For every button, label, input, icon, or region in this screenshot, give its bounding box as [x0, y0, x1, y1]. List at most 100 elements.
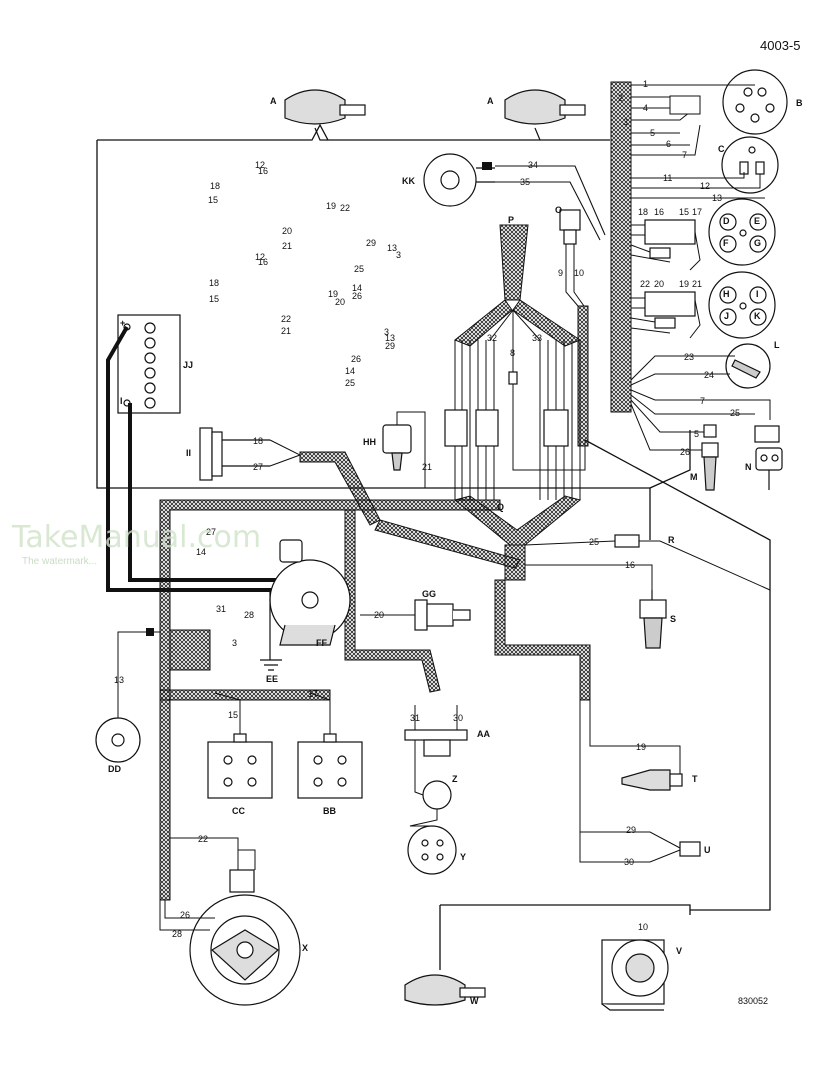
wire-number: 15: [209, 294, 220, 304]
wire-number: 6: [666, 139, 672, 149]
wire-number: 17: [692, 207, 703, 217]
ground-ee: [260, 590, 282, 671]
battery-jj: [117, 314, 181, 414]
wire-number: 25: [354, 264, 365, 274]
light-a-right: [504, 89, 586, 125]
pin-f: F: [723, 238, 729, 248]
sender-dd: [95, 717, 141, 763]
component-u: [679, 841, 701, 857]
wire-number: 19: [679, 279, 690, 289]
wire-number: 5: [650, 128, 656, 138]
wire-number: 20: [282, 226, 293, 236]
wire-number: 7: [682, 150, 688, 160]
label-w: W: [470, 996, 479, 1006]
wire-number: 28: [172, 929, 183, 939]
wire-number: 16: [258, 166, 269, 176]
wire-number: 19: [328, 289, 339, 299]
figure-ref: 830052: [738, 996, 769, 1006]
pin-j: J: [724, 311, 730, 321]
wire-number: 13: [114, 675, 125, 685]
label-ii: II: [186, 448, 192, 458]
pin-g: G: [754, 238, 762, 248]
wire-number: 19: [326, 201, 337, 211]
wire-number: 34: [528, 160, 539, 170]
wire-number: 13: [712, 193, 723, 203]
label-z: Z: [452, 774, 458, 784]
wire-number: 16: [654, 207, 665, 217]
wire-number: 32: [487, 333, 498, 343]
wire-number: 3: [384, 327, 390, 337]
label-kk: KK: [402, 176, 415, 186]
wire-number: 25: [345, 378, 356, 388]
pin-k: K: [754, 311, 761, 321]
wire-number: 10: [638, 922, 649, 932]
wire-number: 13: [385, 333, 396, 343]
label-b: B: [796, 98, 803, 108]
wire-number: 26: [180, 910, 191, 920]
sender-gg: [414, 599, 471, 631]
battery-plus: +: [120, 318, 126, 328]
pin-e: E: [754, 216, 761, 226]
wire-number: 11: [663, 173, 673, 183]
switch-hh: [382, 424, 412, 471]
wire-number: 20: [374, 610, 385, 620]
wire-number: 21: [422, 462, 433, 472]
label-o: O: [555, 205, 563, 215]
wire-number: 15: [228, 710, 239, 720]
wire-number: 29: [366, 238, 377, 248]
label-p: P: [508, 215, 515, 225]
connector-hijk: [708, 271, 776, 339]
wire-number: 12: [700, 181, 711, 191]
wire-number: 26: [352, 291, 363, 301]
battery-minus: I: [120, 396, 123, 406]
wire-number: 15: [208, 195, 219, 205]
wire-number: 28: [244, 610, 255, 620]
wire-number: 18: [209, 278, 220, 288]
wire-number: 4: [643, 103, 649, 113]
label-m: M: [690, 472, 698, 482]
horn-w: [404, 974, 486, 1006]
label-ee: EE: [266, 674, 279, 684]
switch-o: [559, 209, 581, 245]
motor-v: [601, 939, 669, 1011]
gauge-kk: [423, 153, 495, 207]
wire-number: 20: [654, 279, 665, 289]
watermark-brand: TakeManual.com: [12, 520, 262, 555]
pin-i: I: [756, 289, 759, 299]
label-jj: JJ: [183, 360, 194, 370]
switch-aa: [404, 729, 468, 757]
wire-number: 15: [679, 207, 690, 217]
wire-number: 25: [730, 408, 741, 418]
wire-number: 16: [625, 560, 636, 570]
wire-number: 12: [255, 252, 266, 262]
wire-number: 14: [345, 366, 356, 376]
wire-number: 26: [680, 447, 691, 457]
relay-bb: [297, 733, 363, 799]
component-n: [755, 447, 783, 490]
label-dd: DD: [108, 764, 121, 774]
wire-number: 20: [335, 297, 346, 307]
label-n: N: [745, 462, 752, 472]
label-q: Q: [497, 502, 505, 512]
wire-number: 22: [640, 279, 651, 289]
wire-number: 7: [700, 396, 706, 406]
component-y: [407, 825, 457, 875]
wire-number: 30: [453, 713, 464, 723]
component-z: [422, 780, 452, 810]
wire-number: 35: [520, 177, 531, 187]
label-a-left: A: [270, 96, 277, 106]
switch-c: [721, 136, 779, 194]
wire-number: 3: [396, 250, 402, 260]
wire-number: 18: [210, 181, 221, 191]
label-t: T: [692, 774, 698, 784]
wire-number: 25: [589, 537, 600, 547]
wire-number: 30: [624, 857, 635, 867]
label-s: S: [670, 614, 677, 624]
component-ii: [199, 427, 270, 481]
label-l: L: [774, 340, 780, 350]
sender-s: [639, 590, 667, 649]
label-x: X: [302, 943, 309, 953]
wire-number: 13: [387, 243, 398, 253]
label-ff: FF: [316, 638, 327, 648]
